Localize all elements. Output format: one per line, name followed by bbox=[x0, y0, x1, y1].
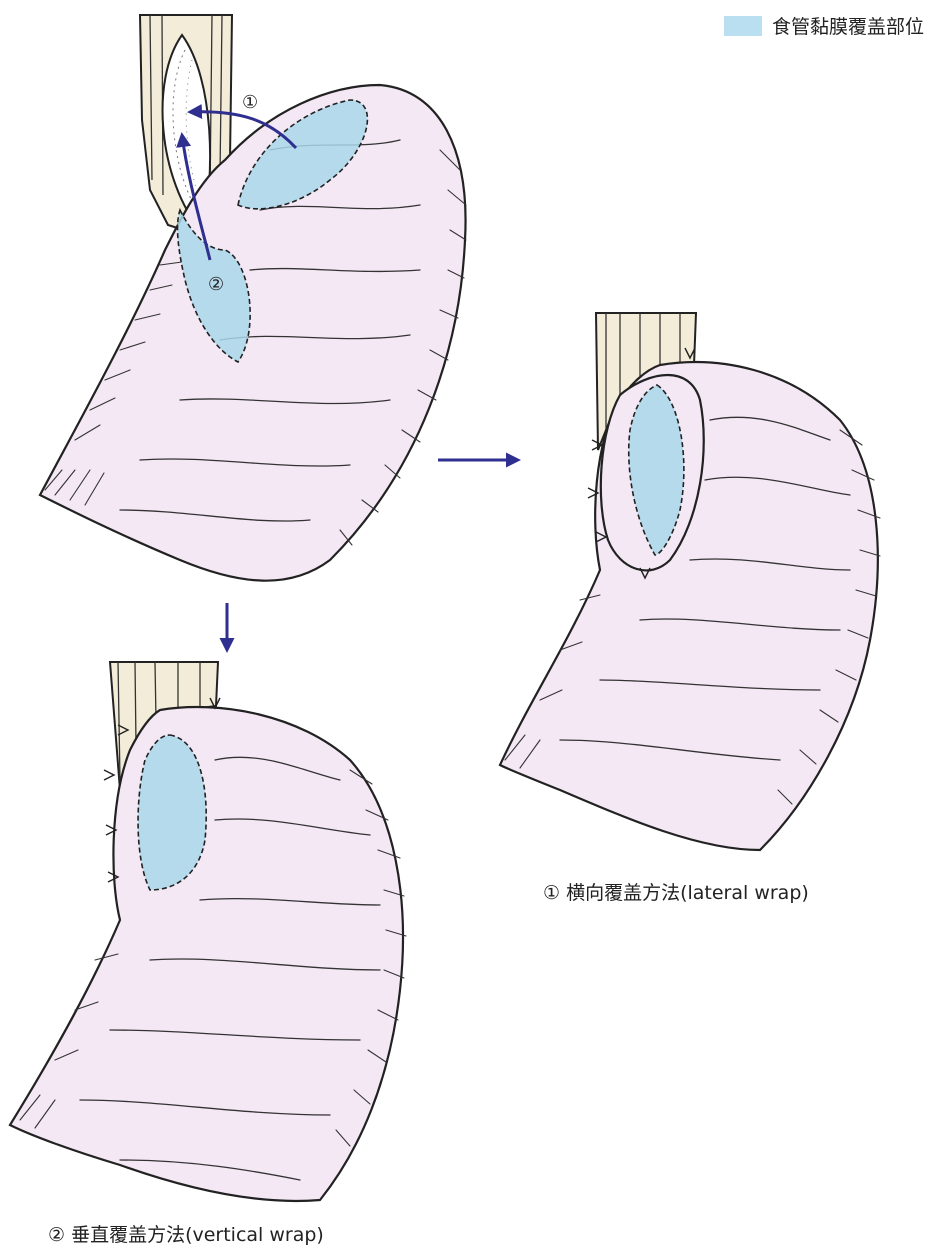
caption-lateral-wrap: ① 横向覆盖方法(lateral wrap) bbox=[543, 878, 809, 905]
legend-label: 食管黏膜覆盖部位 bbox=[772, 12, 924, 39]
stomach-a bbox=[40, 85, 466, 581]
marker-two: ② bbox=[208, 274, 224, 295]
marker-one: ① bbox=[242, 92, 258, 113]
figure-opened-esophagus: ① ② bbox=[40, 15, 466, 581]
mucosa-swatch-icon bbox=[724, 16, 762, 36]
figure-lateral-wrap bbox=[500, 313, 880, 850]
caption-vertical-wrap: ② 垂直覆盖方法(vertical wrap) bbox=[48, 1220, 324, 1247]
stomach-vertical bbox=[10, 707, 403, 1201]
figure-vertical-wrap bbox=[10, 662, 406, 1201]
legend: 食管黏膜覆盖部位 bbox=[724, 12, 924, 39]
